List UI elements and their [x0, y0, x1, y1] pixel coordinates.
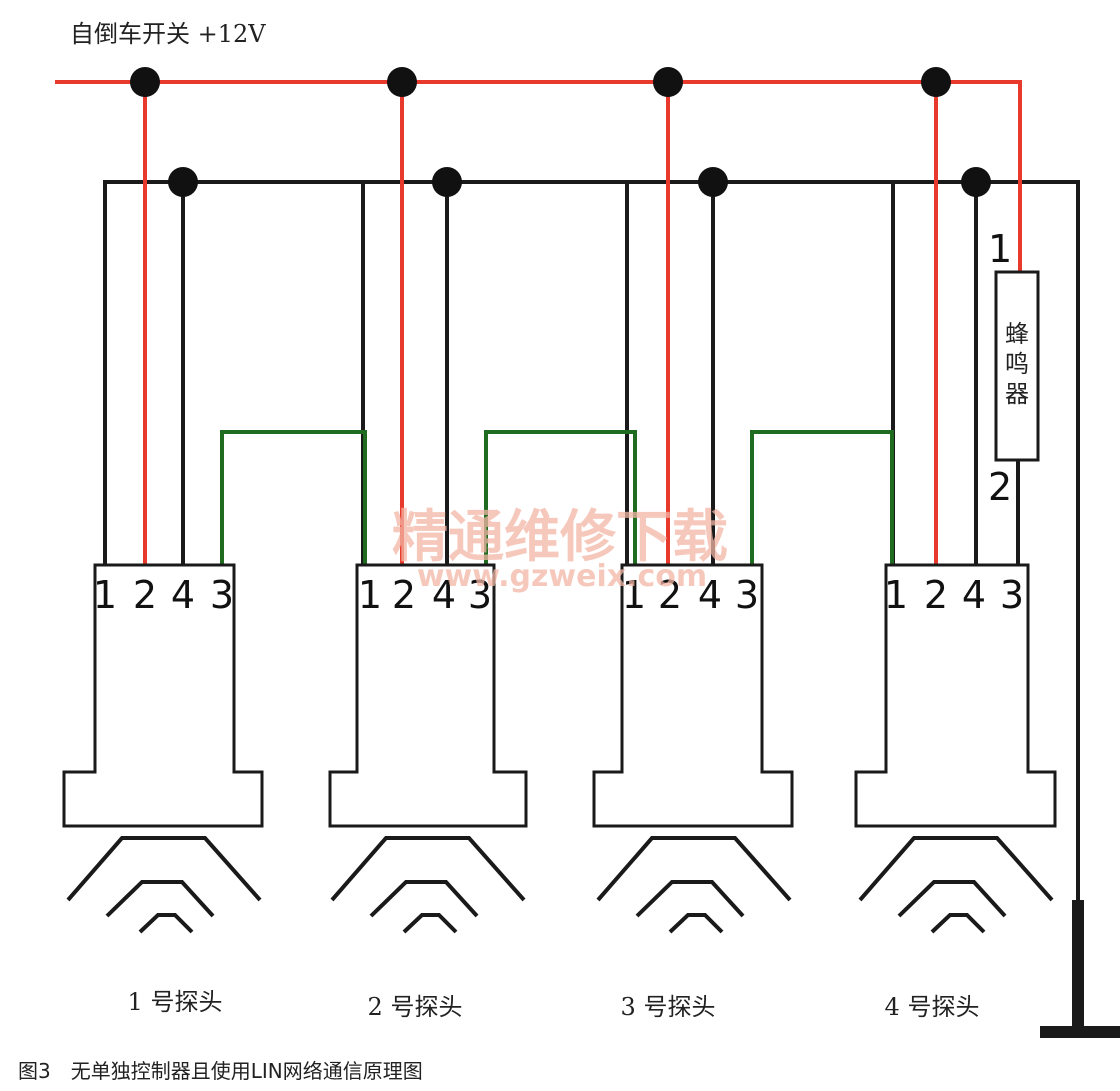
- probe-label: 4 号探头: [885, 993, 980, 1021]
- probe-body: [592, 563, 794, 828]
- probe-pin-3: 3: [1000, 573, 1024, 617]
- buzzer: 蜂 鸣 器 1 2: [988, 227, 1040, 509]
- junction-dot: [432, 167, 462, 197]
- probe-pin-1: 1: [93, 573, 117, 617]
- probe-4: 1 2 4 3 4 号探头: [854, 563, 1057, 1021]
- buzzer-pin-2: 2: [988, 465, 1012, 509]
- watermark: 精通维修下载 www.gzweix.com: [392, 505, 728, 594]
- probe-pin-3: 3: [210, 573, 234, 617]
- probe-pin-4: 4: [962, 573, 986, 617]
- figure-caption: 图3 无单独控制器且使用LIN网络通信原理图: [18, 1059, 423, 1083]
- probe-1: 1 2 4 3 1 号探头: [62, 563, 264, 1016]
- junctions: [130, 67, 991, 197]
- sound-wave-icon: [330, 836, 526, 934]
- junction-dot: [921, 67, 951, 97]
- sound-wave-icon: [858, 836, 1054, 934]
- probe-3: 1 2 4 3 3 号探头: [592, 563, 794, 1021]
- probe-label: 3 号探头: [621, 993, 716, 1021]
- probe-pin-4: 4: [698, 573, 722, 617]
- watermark-url: www.gzweix.com: [417, 559, 707, 594]
- probe-pin-1: 1: [358, 573, 382, 617]
- junction-dot: [168, 167, 198, 197]
- power-bus: [55, 80, 1022, 565]
- watermark-title: 精通维修下载: [392, 505, 728, 570]
- junction-dot: [961, 167, 991, 197]
- buzzer-pin-1: 1: [988, 227, 1012, 271]
- probe-pin-3: 3: [468, 573, 492, 617]
- probe-pin-4: 4: [432, 573, 456, 617]
- lin-wires: [220, 430, 894, 565]
- junction-dot: [698, 167, 728, 197]
- junction-dot: [387, 67, 417, 97]
- probe-pin-1: 1: [884, 573, 908, 617]
- supply-label: 自倒车开关 +12V: [70, 20, 266, 48]
- junction-dot: [653, 67, 683, 97]
- buzzer-body: [994, 270, 1040, 462]
- probe-pin-4: 4: [171, 573, 195, 617]
- buzzer-label-2: 鸣: [1005, 350, 1029, 378]
- buzzer-label-3: 器: [1005, 380, 1029, 408]
- probe-label: 2 号探头: [368, 993, 463, 1021]
- probe-pin-2: 2: [658, 573, 682, 617]
- probe-pin-1: 1: [622, 573, 646, 617]
- probe-pin-3: 3: [735, 573, 759, 617]
- sound-wave-icon: [596, 836, 792, 934]
- probe-body: [854, 563, 1057, 828]
- probe-pin-2: 2: [392, 573, 416, 617]
- probe-pin-2: 2: [924, 573, 948, 617]
- junction-dot: [130, 67, 160, 97]
- probe-label: 1 号探头: [128, 988, 223, 1016]
- probe-body: [328, 563, 528, 828]
- sound-wave-icon: [66, 836, 262, 934]
- buzzer-label-1: 蜂: [1005, 320, 1029, 348]
- probe-2: 1 2 4 3 2 号探头: [328, 563, 528, 1021]
- probe-pin-2: 2: [133, 573, 157, 617]
- probe-body: [62, 563, 264, 828]
